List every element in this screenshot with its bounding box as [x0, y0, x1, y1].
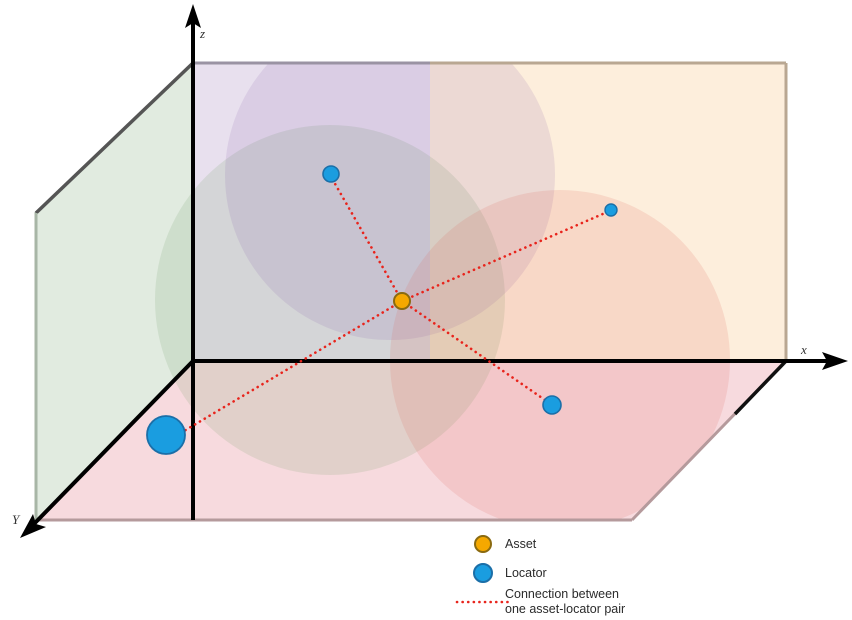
y-axis-arrowhead [20, 514, 46, 538]
x-axis-arrowhead [822, 352, 848, 370]
box-edge-right-dark [733, 359, 788, 416]
y-axis-label: Y [12, 512, 21, 527]
locator-upper-right[interactable] [604, 203, 618, 217]
z-axis-label: z [199, 26, 205, 41]
connection-asset-to-locator-upper-left [332, 180, 404, 303]
y-axis-line [30, 359, 195, 528]
asset-marker[interactable] [393, 292, 411, 310]
legend-locator-swatch [473, 563, 493, 583]
locator-lower-right[interactable] [542, 395, 562, 415]
connection-asset-to-locator-lower-right [400, 299, 547, 402]
legend-locator-label: Locator [505, 566, 547, 580]
floor-plane-pink [36, 361, 786, 520]
z-axis-arrowhead [185, 4, 201, 28]
locator-lower-left-large[interactable] [146, 415, 186, 455]
sphere-purple [225, 63, 555, 340]
legend-asset-label: Asset [505, 537, 537, 551]
connection-asset-to-locator-lower-left-large [182, 299, 404, 433]
left-plane-outline [34, 61, 195, 215]
connection-asset-to-locator-upper-right [400, 211, 607, 303]
legend: Asset Locator Connection between one ass… [455, 535, 625, 616]
connection-lines [182, 180, 607, 433]
legend-connection-label-line1: Connection between [505, 587, 619, 601]
locator-upper-left[interactable] [322, 165, 340, 183]
x-axis-label: x [800, 342, 807, 357]
sphere-green [155, 125, 505, 475]
locator-markers [146, 165, 618, 455]
legend-asset-swatch [474, 535, 492, 553]
top-plane-purple [193, 63, 430, 361]
legend-connection-label-line2: one asset-locator pair [505, 602, 625, 616]
